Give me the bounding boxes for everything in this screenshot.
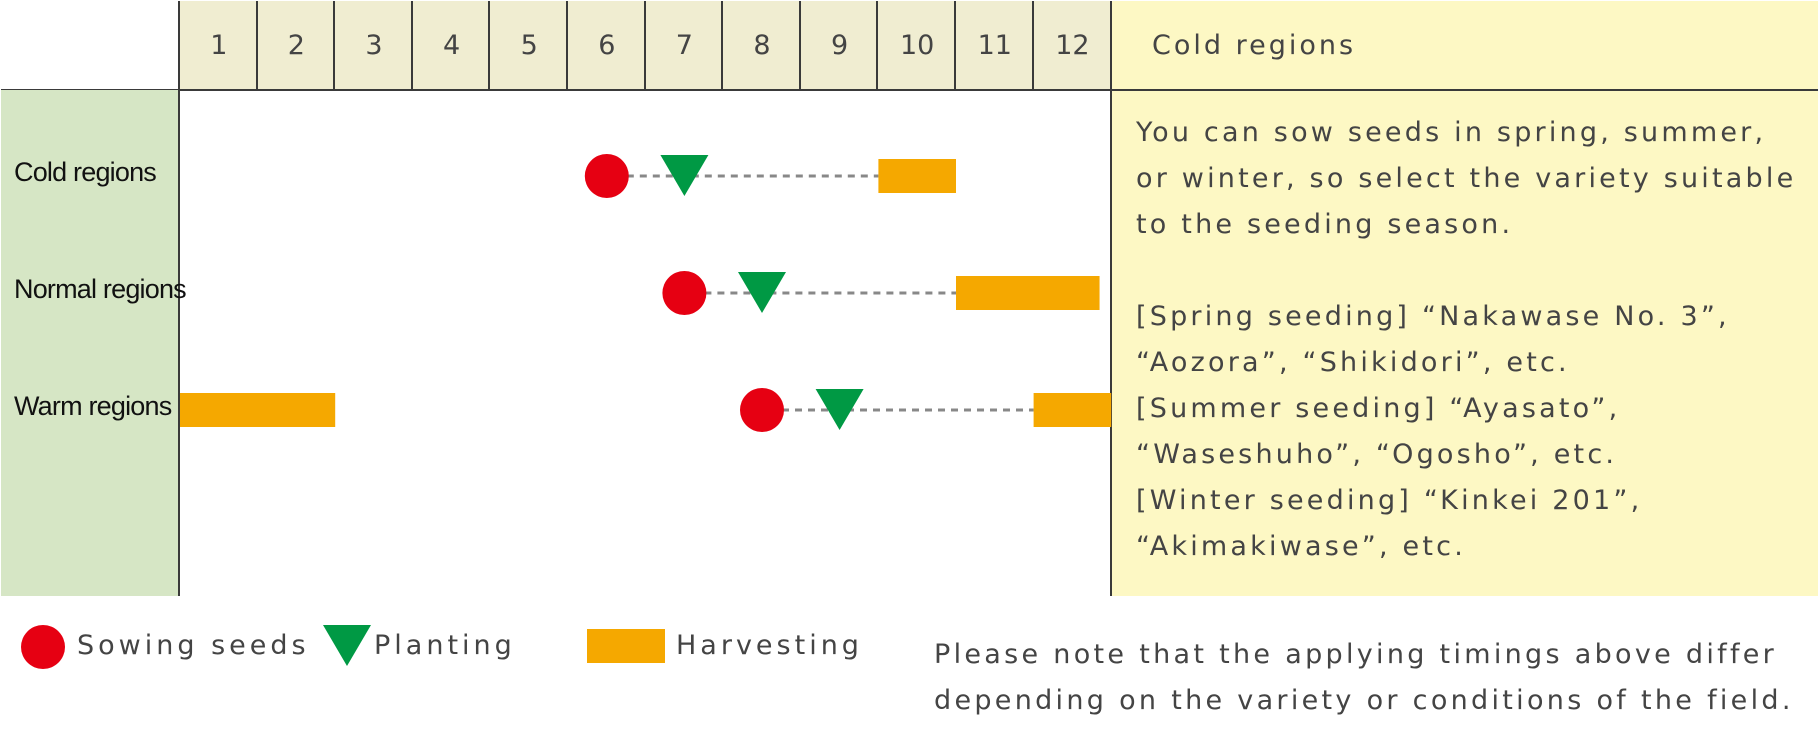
- sowing-mark-warm: [740, 388, 784, 432]
- month-cell-8: 8: [721, 1, 801, 91]
- legend-planting-icon: [323, 625, 371, 666]
- planting-mark-warm: [815, 389, 864, 430]
- note-text: Please note that the applying timings ab…: [934, 639, 1794, 716]
- month-cell-4: 4: [410, 1, 491, 91]
- harvest-bar-normal-0: [956, 276, 1100, 310]
- region-label-cold: Cold regions: [14, 157, 157, 187]
- region-column: [1, 90, 180, 596]
- harvest-bar-warm-1: [1033, 393, 1112, 427]
- region-label-normal: Normal regions: [14, 274, 187, 304]
- planting-mark-cold: [660, 155, 709, 196]
- region-column-border: [178, 1, 180, 596]
- month-cell-2: 2: [255, 1, 336, 91]
- month-cell-9: 9: [798, 1, 879, 91]
- legend-harvest-label: Harvesting: [676, 630, 863, 661]
- info-body: You can sow seeds in spring, summer, or …: [1136, 117, 1797, 562]
- info-title: Cold regions: [1152, 30, 1357, 61]
- harvest-bar-warm-0: [180, 393, 336, 427]
- info-panel: [1110, 1, 1818, 596]
- month-cell-10: 10: [876, 1, 956, 91]
- legend-planting-label: Planting: [374, 630, 516, 661]
- month-cell-6: 6: [566, 1, 646, 91]
- month-cell-5: 5: [488, 1, 568, 91]
- sowing-mark-cold: [584, 154, 629, 198]
- info-header-divider: [1110, 89, 1818, 91]
- region-label-warm: Warm regions: [14, 391, 172, 421]
- sowing-mark-normal: [662, 271, 707, 315]
- month-cell-3: 3: [333, 1, 413, 91]
- harvest-bar-cold-0: [878, 159, 956, 193]
- month-cell-1: 1: [178, 1, 258, 91]
- legend-sowing-label: Sowing seeds: [77, 630, 310, 661]
- month-cell-11: 11: [954, 1, 1034, 91]
- month-cell-12: 12: [1031, 1, 1112, 91]
- legend-harvest-icon: [587, 629, 665, 663]
- legend-sowing-icon: [21, 625, 65, 669]
- planting-mark-normal: [738, 272, 786, 313]
- month-cell-7: 7: [643, 1, 724, 91]
